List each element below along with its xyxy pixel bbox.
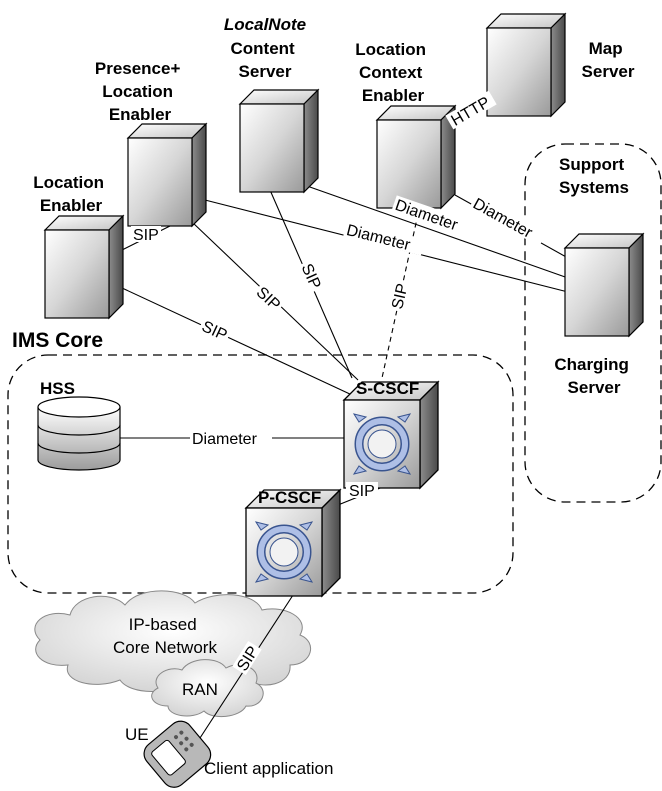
- edge-label-http: HTTP: [448, 94, 493, 130]
- edge-label-sip: SIP: [349, 483, 375, 500]
- charging-server-server: [564, 233, 644, 337]
- ran-label: RAN: [182, 680, 218, 699]
- mobile-phone-icon: [143, 720, 212, 788]
- map-server-label: Map Server: [582, 39, 635, 81]
- edge-label-sip: SIP: [133, 227, 159, 244]
- charging-server-label: Charging Server: [554, 355, 633, 397]
- presence-location-enabler-label: Presence+ Location Enabler: [95, 59, 185, 124]
- location-enabler-server: [44, 215, 124, 319]
- location-context-enabler-label: Location Context Enabler: [355, 40, 431, 105]
- support-systems-label: Support Systems: [559, 155, 629, 197]
- edge-label-sip: SIP: [389, 282, 411, 311]
- link-lce-scscf: [381, 204, 421, 379]
- node-labels: Location Enabler Presence+ Location Enab…: [12, 15, 635, 778]
- location-enabler-label: Location Enabler: [33, 173, 109, 215]
- map-server-server: [486, 13, 566, 117]
- ue-label: UE: [125, 725, 149, 744]
- content-server-title: LocalNote: [224, 15, 306, 34]
- ran-cloud: [151, 659, 264, 718]
- link-le-scscf: [121, 287, 353, 396]
- edge-label-diameter: Diameter: [345, 222, 413, 254]
- presence-location-enabler-server: [127, 123, 207, 227]
- edge-label-diameter: Diameter: [192, 431, 258, 448]
- p-cscf-label: P-CSCF: [258, 488, 321, 507]
- edge-label-diameter: Diameter: [470, 195, 536, 242]
- content-server-server: [239, 89, 319, 193]
- location-context-enabler-server: [376, 105, 456, 209]
- ip-core-network-label: IP-based Core Network: [113, 615, 217, 657]
- content-server-label: Content Server: [231, 39, 300, 81]
- client-application-label: Client application: [204, 759, 333, 778]
- link-content-charging: [289, 179, 569, 279]
- hss-label: HSS: [40, 379, 75, 398]
- ims-core-label: IMS Core: [12, 329, 103, 352]
- s-cscf-label: S-CSCF: [356, 379, 419, 398]
- hss-database-icon: [37, 396, 121, 471]
- support-systems-box: [524, 143, 662, 503]
